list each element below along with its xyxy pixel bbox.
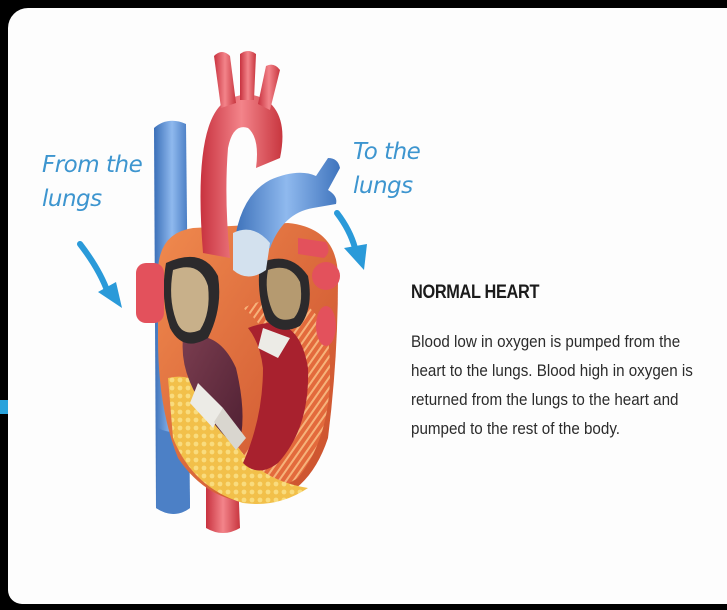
curved-arrow-icon [80, 244, 122, 308]
caption-body: Blood low in oxygen is pumped from the h… [411, 328, 705, 444]
caption-title: NORMAL HEART [411, 282, 539, 304]
illustration-card: From the lungs To the lungs NORMAL HEART… [8, 8, 727, 604]
label-from-the-lungs: From the lungs [42, 148, 162, 216]
curved-arrow-icon [337, 213, 367, 270]
label-to-the-lungs: To the lungs [353, 135, 433, 203]
heart-illustration [8, 8, 727, 604]
